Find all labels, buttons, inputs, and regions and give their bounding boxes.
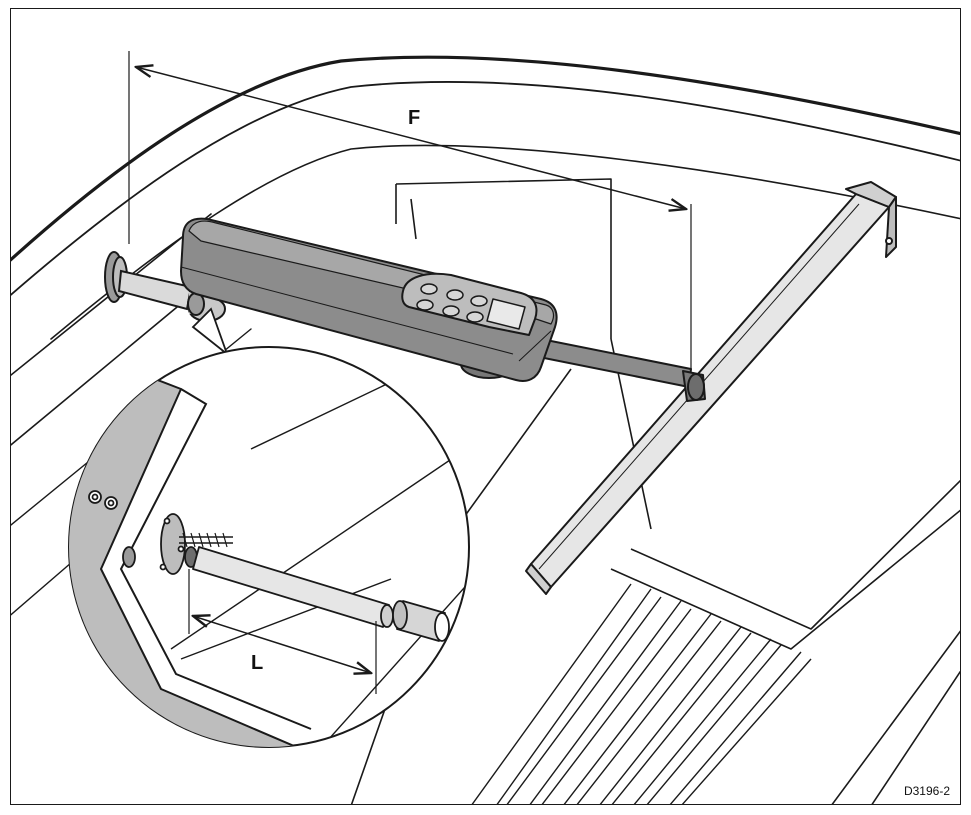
diagram-frame: F — [10, 8, 961, 805]
detail-hardware — [88, 490, 450, 642]
dimension-f-label: F — [408, 107, 420, 129]
tiller-pilot-installation-diagram: F — [11, 51, 960, 804]
dimension-l — [188, 569, 377, 694]
detail-callout — [68, 307, 470, 748]
figure-code: D3196-2 — [903, 784, 950, 798]
dimension-f — [128, 51, 692, 369]
dimension-l-label: L — [251, 652, 263, 674]
bulkhead-socket — [104, 251, 226, 322]
tiller — [525, 181, 897, 595]
cockpit-grating — [471, 583, 812, 804]
tiller-pilot-actuator — [180, 217, 558, 382]
